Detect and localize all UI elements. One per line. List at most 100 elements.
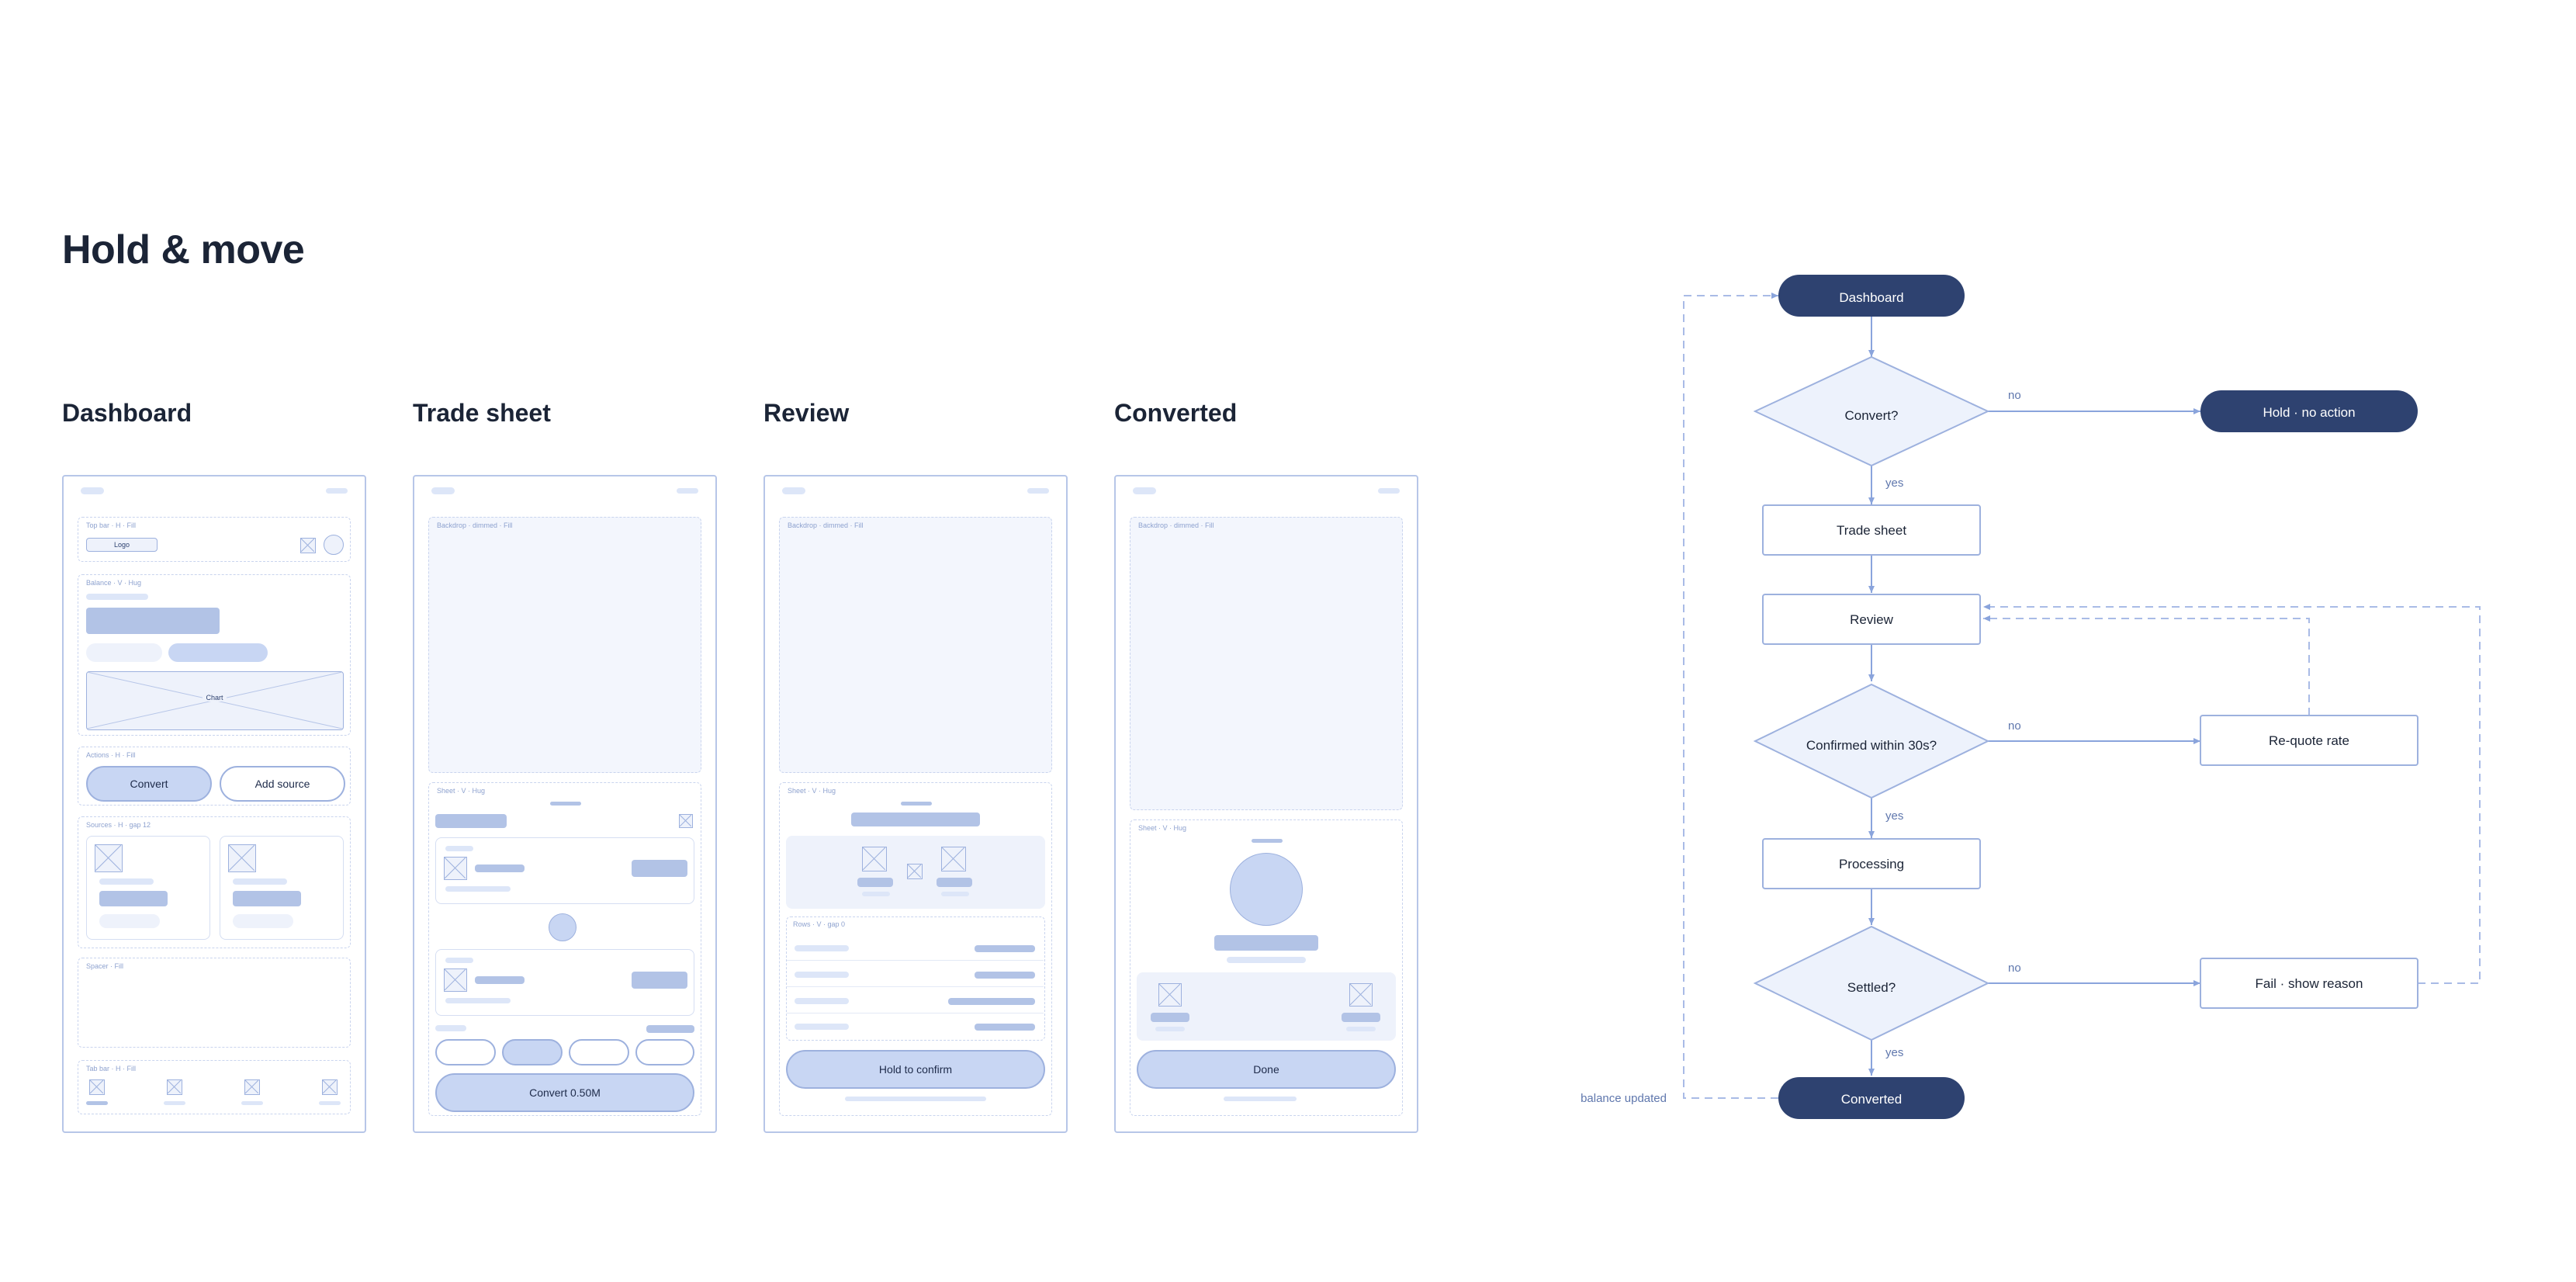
edge-label-no: no [2008,389,2021,402]
detail-row [787,1015,1044,1038]
amount-chip-4[interactable] [635,1039,694,1065]
from-code [862,892,890,896]
to-balance-caption [445,998,511,1003]
bell-icon[interactable] [300,538,316,553]
close-icon[interactable] [679,814,693,828]
from-currency-icon [444,857,467,880]
balance-section: Balance · V · Hug Chart [78,574,351,736]
tab-bar-label: Tab bar · H · Fill [86,1065,137,1072]
source-image-icon [95,844,123,872]
done-button[interactable]: Done [1137,1050,1396,1089]
spacer: Spacer · Fill [78,958,351,1048]
sheet-grabber[interactable] [1252,839,1283,843]
sheet-label: Sheet · V · Hug [437,787,486,795]
swap-icon[interactable] [549,913,576,941]
to-currency-icon [1349,983,1373,1007]
node-hold: Hold · no action [2200,390,2418,432]
amount-chip-1[interactable] [435,1039,496,1065]
node-review-label: Review [1850,612,1893,627]
edge-label-no: no [2008,719,2021,733]
sheet-label: Sheet · V · Hug [788,787,836,795]
success-check-icon [1230,853,1303,926]
convert-amount-button[interactable]: Convert 0.50M [435,1073,694,1112]
status-icons [326,488,348,494]
backdrop-label: Backdrop · dimmed · Fill [788,521,864,529]
source-card[interactable] [220,836,344,940]
source-amount [233,891,301,906]
tab-profile-icon[interactable] [322,1079,338,1095]
edge-fail-review [1983,604,2481,984]
to-code [941,892,969,896]
to-currency-icon [941,847,966,871]
edge-label-yes: yes [1885,1046,1903,1059]
node-fail: Fail · show reason [2200,958,2418,1009]
tab-home-icon[interactable] [89,1079,105,1095]
node-fail-label: Fail · show reason [2256,976,2363,991]
from-code [1155,1027,1185,1031]
from-label [445,846,473,851]
convert-button[interactable]: Convert [86,766,212,802]
from-currency-icon [862,847,887,871]
balance-chip-2[interactable] [168,643,268,662]
status-icons [1378,488,1400,494]
edge-label-yes: yes [1885,476,1903,490]
tab-bar: Tab bar · H · Fill [78,1060,351,1114]
detail-row [787,989,1044,1013]
node-requote: Re-quote rate [2200,715,2418,766]
sheet-grabber[interactable] [550,802,581,806]
success-caption [1227,957,1306,963]
backdrop[interactable]: Backdrop · dimmed · Fill [779,517,1052,773]
sheet: Sheet · V · Hug Rows · V · gap 0 [779,782,1052,1116]
node-confirmed-decision: Confirmed within 30s? [1753,683,1990,799]
node-dashboard: Dashboard [1778,275,1965,317]
detail-row [787,936,1044,961]
status-icons [1027,488,1049,494]
edge-label-no: no [2008,962,2021,975]
from-amount [1151,1013,1189,1022]
add-source-button[interactable]: Add source [220,766,345,802]
status-icons [677,488,698,494]
backdrop-label: Backdrop · dimmed · Fill [1138,521,1214,529]
sheet-title [851,813,980,826]
amount-chip-2[interactable] [502,1039,563,1065]
home-indicator [1224,1097,1297,1101]
from-currency-icon [1158,983,1182,1007]
balance-amount [86,608,220,634]
balance-label: Balance · V · Hug [86,579,142,587]
arrow-icon [907,864,923,879]
to-amount-card[interactable] [435,949,694,1016]
backdrop[interactable]: Backdrop · dimmed · Fill [428,517,701,773]
from-amount [857,878,893,887]
to-amount [1342,1013,1380,1022]
node-convert-decision: Convert? [1753,355,1990,467]
tab-activity-icon[interactable] [167,1079,182,1095]
node-confirmed-label: Confirmed within 30s? [1806,738,1937,753]
status-time [1133,487,1156,494]
amount-chip-3[interactable] [569,1039,629,1065]
backdrop[interactable]: Backdrop · dimmed · Fill [1130,517,1403,810]
status-time [81,487,104,494]
node-settled-decision: Settled? [1753,925,1990,1041]
source-caption [99,878,154,885]
hold-to-confirm-button[interactable]: Hold to confirm [786,1050,1045,1089]
source-tag [233,914,293,928]
from-currency-code [475,864,525,872]
to-currency-code [475,976,525,984]
result-summary [1137,972,1396,1041]
from-balance-caption [445,886,511,892]
sources-label: Sources · H · gap 12 [86,821,151,829]
page-title: Hold & move [62,227,305,272]
from-amount-card[interactable] [435,837,694,904]
tab-label [319,1101,341,1105]
avatar[interactable] [324,535,344,555]
sheet-grabber[interactable] [901,802,932,806]
balance-chip-1[interactable] [86,643,162,662]
tab-cards-icon[interactable] [244,1079,260,1095]
spacer-label: Spacer · Fill [86,962,124,970]
screen-title-dashboard: Dashboard [62,399,192,427]
source-card[interactable] [86,836,210,940]
edge-label-balance-updated: balance updated [1581,1092,1667,1105]
chart-placeholder: Chart [86,671,344,730]
source-caption [233,878,287,885]
